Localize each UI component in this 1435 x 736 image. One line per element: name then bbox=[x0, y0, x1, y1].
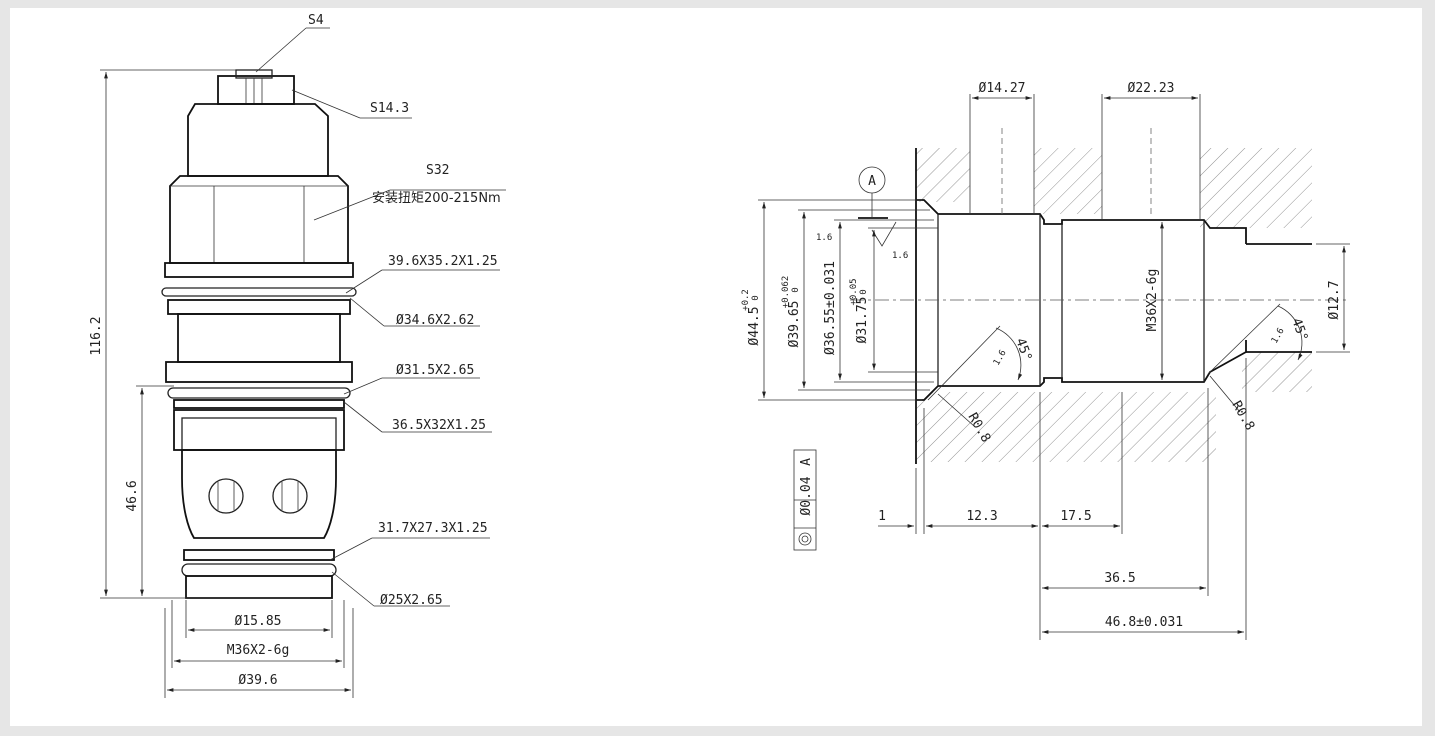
oring-31-5 bbox=[167, 387, 351, 399]
spigot bbox=[185, 575, 333, 599]
label-oring-1: 39.6X35.2X1.25 bbox=[388, 254, 498, 269]
label-oring-5: 31.7X27.3X1.25 bbox=[378, 521, 488, 536]
dim-44-5-tol-up: +0.2 bbox=[741, 289, 751, 311]
dim-22-23: Ø22.23 bbox=[1128, 81, 1175, 96]
dim-1: 1 bbox=[878, 509, 886, 524]
spool-section bbox=[177, 313, 341, 363]
dim-thread-right: M36X2-6g bbox=[1145, 269, 1160, 332]
hex-body bbox=[169, 175, 349, 264]
dim-39-65: Ø39.65 bbox=[787, 301, 802, 348]
label-torque: 安装扭矩200-215Nm bbox=[372, 191, 501, 206]
dim-39-6: Ø39.6 bbox=[238, 673, 277, 688]
label-s32: S32 bbox=[426, 163, 449, 178]
label-oring-6: Ø25X2.65 bbox=[380, 593, 443, 608]
label-oring-4: 36.5X32X1.25 bbox=[392, 418, 486, 433]
collar bbox=[164, 262, 354, 278]
dim-thread: M36X2-6g bbox=[227, 643, 290, 658]
drawing-canvas: 116.2 46.6 Ø15.85 M36X2-6g Ø39.6 S4 S14.… bbox=[89, 13, 1350, 698]
angle-45-b: 45° bbox=[1288, 316, 1310, 343]
cap-body bbox=[187, 103, 329, 177]
sleeve bbox=[173, 409, 345, 451]
cavity-profile-top bbox=[916, 199, 1247, 244]
dim-39-65-tol-up: +0.062 bbox=[781, 276, 791, 309]
roughness-1: 1.6 bbox=[816, 233, 832, 243]
right-dimensions: Ø14.27 Ø22.23 A 1.6 1.6 Ø44.5 +0.2 0 Ø39… bbox=[741, 81, 1350, 640]
roughness-2: 1.6 bbox=[892, 251, 908, 261]
roughness-4: 1.6 bbox=[1270, 326, 1287, 345]
cartridge-valve-view bbox=[161, 69, 357, 599]
cage bbox=[181, 449, 337, 539]
port-hole-right bbox=[272, 478, 308, 514]
dim-39-65-tol-lo: 0 bbox=[791, 287, 801, 292]
left-dimensions: 116.2 46.6 Ø15.85 M36X2-6g Ø39.6 S4 S14.… bbox=[89, 13, 506, 698]
oring-39-6 bbox=[161, 287, 357, 297]
datum-a-label: A bbox=[868, 174, 876, 189]
radius-r08-b: R0.8 bbox=[1229, 399, 1258, 434]
port-hole-left bbox=[208, 478, 244, 514]
dim-31-75: Ø31.75 bbox=[855, 297, 870, 344]
dim-15-85: Ø15.85 bbox=[235, 614, 282, 629]
dim-12-7: Ø12.7 bbox=[1327, 280, 1342, 319]
dim-44-5-tol-lo: 0 bbox=[751, 295, 761, 300]
dim-36-5: 36.5 bbox=[1104, 571, 1135, 586]
dim-12-3: 12.3 bbox=[966, 509, 997, 524]
dim-17-5: 17.5 bbox=[1060, 509, 1091, 524]
label-oring-3: Ø31.5X2.65 bbox=[396, 363, 474, 378]
label-oring-2: Ø34.6X2.62 bbox=[396, 313, 474, 328]
dim-116-2: 116.2 bbox=[89, 316, 104, 355]
lock-nut bbox=[217, 75, 295, 105]
cavity-section-view bbox=[850, 94, 1350, 464]
concentricity-icon bbox=[798, 532, 812, 546]
label-s4: S4 bbox=[308, 13, 324, 28]
cavity-profile-bottom bbox=[916, 340, 1247, 401]
dim-31-75-tol-lo: 0 bbox=[859, 289, 869, 294]
roughness-3: 1.6 bbox=[992, 348, 1009, 367]
drawing-sheet: 116.2 46.6 Ø15.85 M36X2-6g Ø39.6 S4 S14.… bbox=[10, 8, 1422, 726]
angle-45-a: 45° bbox=[1012, 336, 1034, 363]
dim-46-8: 46.8±0.031 bbox=[1105, 615, 1183, 630]
dim-31-75-tol-up: +0.05 bbox=[849, 278, 859, 305]
oring-25 bbox=[181, 563, 337, 577]
label-s14-3: S14.3 bbox=[370, 101, 409, 116]
dim-44-5: Ø44.5 bbox=[747, 306, 762, 345]
dim-14-27: Ø14.27 bbox=[979, 81, 1026, 96]
tol-datum: A bbox=[799, 458, 814, 466]
dim-46-6: 46.6 bbox=[125, 480, 140, 511]
dim-36-55: Ø36.55±0.031 bbox=[823, 261, 838, 355]
tol-value: Ø0.04 bbox=[799, 476, 814, 515]
